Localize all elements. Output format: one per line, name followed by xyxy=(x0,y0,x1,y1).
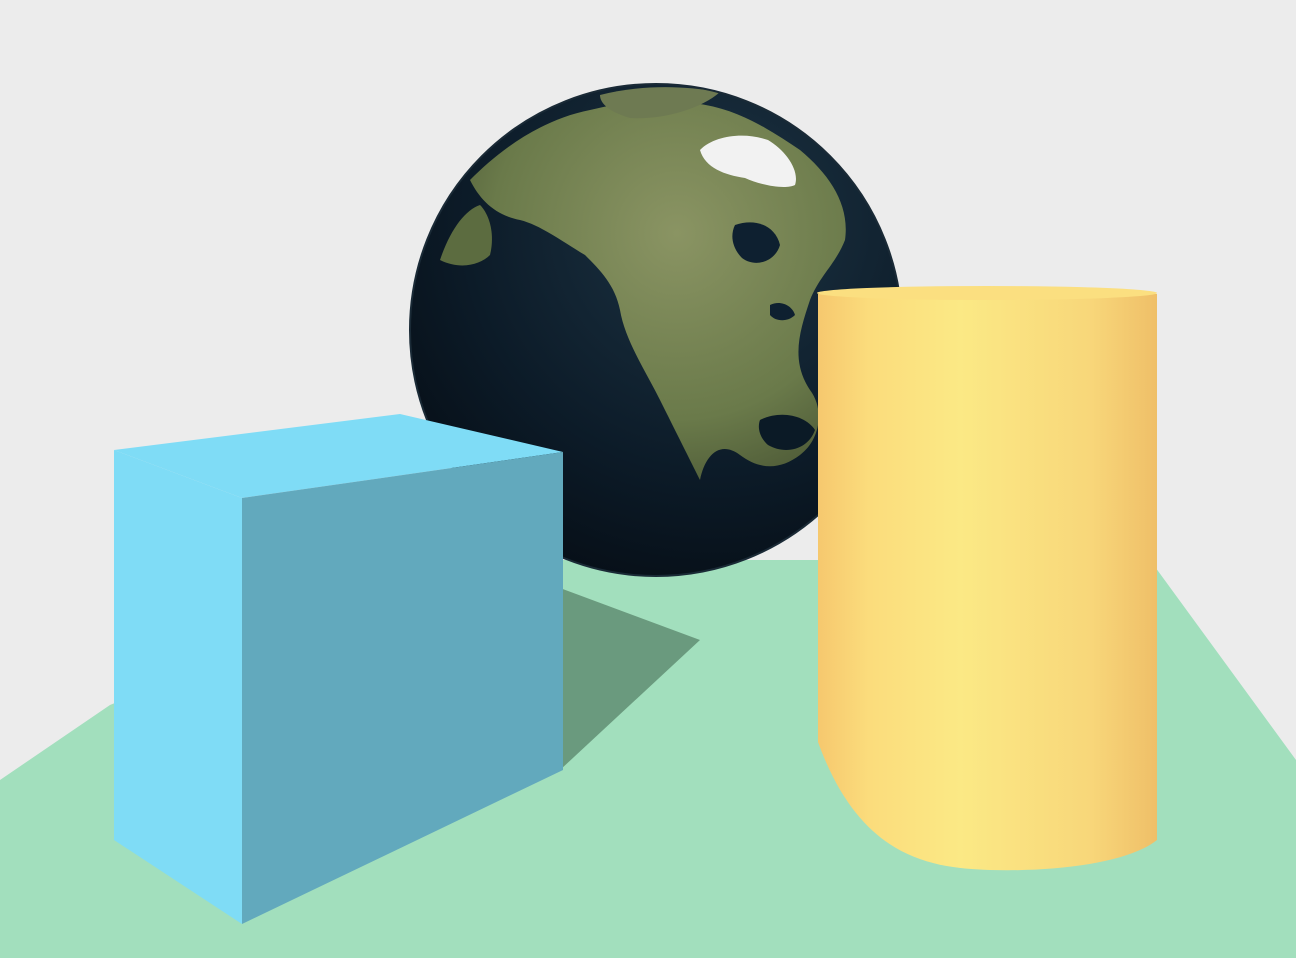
cube-top-face xyxy=(114,414,563,498)
globe-ice-greenland xyxy=(700,135,796,188)
globe-landmass-asia-edge xyxy=(440,205,492,266)
cube-front-face xyxy=(242,452,563,924)
cube-shadow xyxy=(560,588,700,770)
globe-gulf-of-mexico xyxy=(758,414,815,450)
cylinder-top xyxy=(817,286,1157,300)
globe-great-lakes xyxy=(770,303,795,321)
globe-hudson-bay xyxy=(732,222,780,263)
cylinder-body xyxy=(818,294,1157,871)
globe-landmass-arctic xyxy=(600,87,720,119)
cube-left-face xyxy=(114,450,242,924)
cube xyxy=(114,414,563,924)
globe-landmass-north-america xyxy=(470,100,846,480)
cylinder xyxy=(817,286,1157,871)
